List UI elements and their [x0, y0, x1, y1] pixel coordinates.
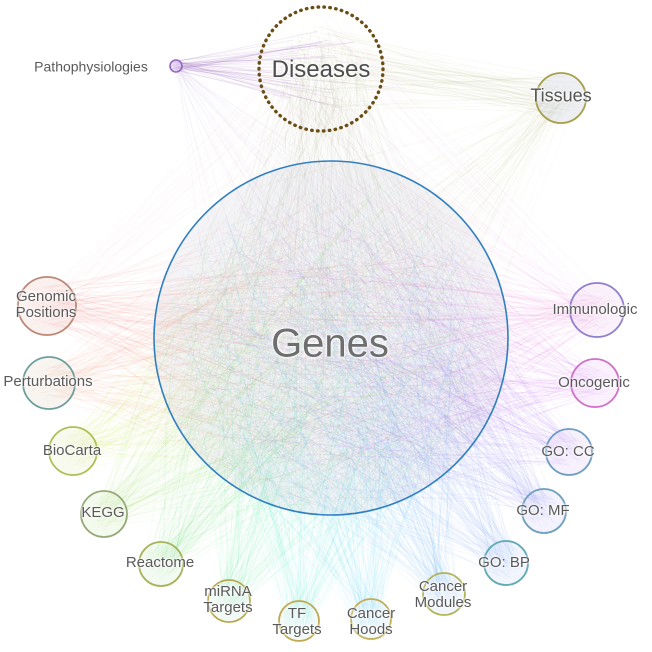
- edge-bundle-diseases-tissues: [280, 25, 584, 122]
- edge-bundle-cancer_hoods-genes: [186, 176, 491, 634]
- node-biocarta[interactable]: [48, 426, 98, 476]
- edge-bundle-go_bp-genes: [184, 183, 522, 579]
- edge-bundle-pathophysiologies-genes: [172, 62, 458, 480]
- edge-bundle-biocarta-genes: [55, 178, 486, 487]
- edge-bundle-reactome-genes: [145, 184, 495, 580]
- edge-bundle-kegg-genes: [87, 178, 498, 531]
- edge-bundle-perturbations-genes: [31, 189, 480, 505]
- edge-bundle-go_mf-genes: [166, 175, 560, 526]
- edge-bundle-diseases-genes: [172, 25, 488, 498]
- edge-bundle-immunologic-diseases: [270, 12, 615, 327]
- edge-bundle-go_cc-genes: [177, 182, 586, 502]
- edge-bundle-immunologic-genes: [178, 171, 615, 504]
- node-mirna_targets[interactable]: [207, 579, 251, 623]
- node-perturbations[interactable]: [22, 356, 76, 410]
- node-immunologic[interactable]: [569, 282, 625, 338]
- edge-bundle-oncogenic-genes: [165, 178, 612, 500]
- node-diseases[interactable]: [257, 5, 385, 133]
- node-go_cc[interactable]: [545, 428, 593, 476]
- node-go_mf[interactable]: [521, 488, 567, 534]
- node-kegg[interactable]: [80, 490, 128, 538]
- edge-bundle-tissues-genes: [163, 80, 579, 497]
- edge-bundle-mirna_targets-genes: [187, 191, 495, 616]
- node-tf_targets[interactable]: [278, 600, 320, 642]
- node-cancer_modules[interactable]: [422, 572, 466, 616]
- node-reactome[interactable]: [138, 541, 184, 587]
- edge-bundle-diseases-pathophysiologies: [170, 30, 355, 109]
- node-pathophysiologies[interactable]: [169, 59, 183, 73]
- node-genes[interactable]: [153, 160, 509, 516]
- edge-bundle-genomic_positions-genes: [27, 183, 481, 501]
- edge-bundle-cancer_modules-genes: [163, 173, 481, 608]
- node-oncogenic[interactable]: [570, 358, 620, 408]
- node-cancer_hoods[interactable]: [350, 598, 392, 640]
- node-genomic_positions[interactable]: [17, 276, 77, 336]
- node-go_bp[interactable]: [483, 540, 529, 586]
- edge-bundle-tf_targets-genes: [170, 173, 496, 635]
- node-tissues[interactable]: [535, 72, 587, 124]
- edge-bundle-genomic_positions-diseases: [33, 15, 374, 326]
